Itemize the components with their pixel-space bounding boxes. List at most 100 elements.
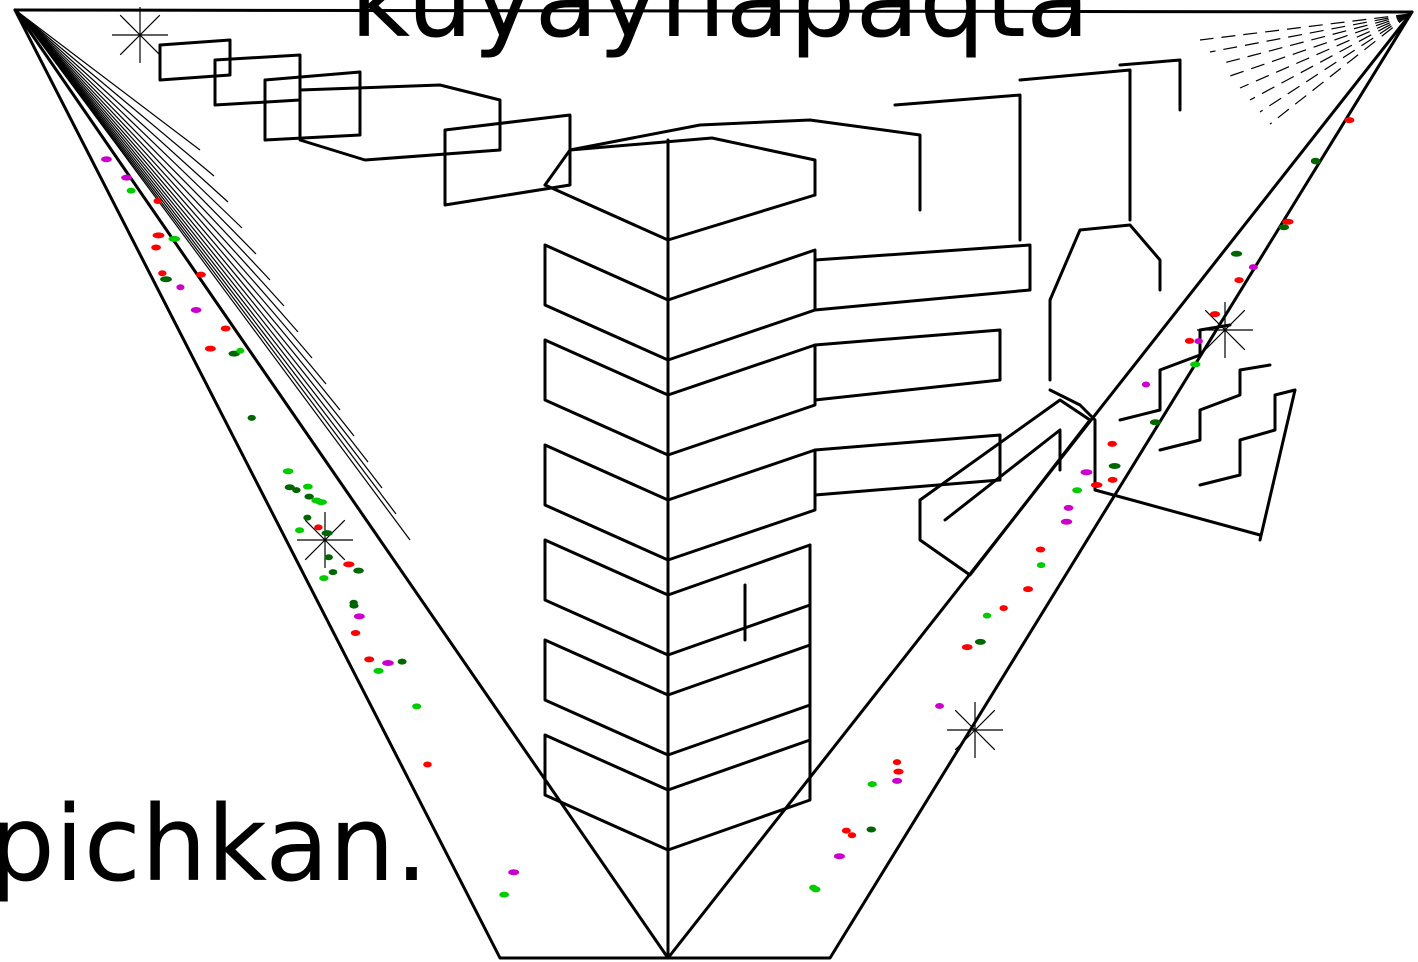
confetti-dot bbox=[499, 891, 510, 898]
confetti-dot bbox=[1035, 546, 1046, 553]
confetti-dot bbox=[892, 759, 902, 766]
confetti-dot bbox=[866, 826, 877, 833]
confetti-dot bbox=[373, 667, 384, 674]
confetti-dot bbox=[974, 638, 986, 645]
confetti-dot bbox=[1036, 562, 1046, 569]
confetti-dot bbox=[343, 561, 355, 568]
confetti-dot bbox=[328, 569, 338, 576]
confetti-dot bbox=[1344, 117, 1355, 124]
perspective-line bbox=[17, 11, 327, 385]
perspective-line bbox=[17, 11, 257, 255]
perspective-line bbox=[1249, 13, 1411, 101]
confetti-dot bbox=[1107, 440, 1117, 447]
perspective-line bbox=[17, 11, 229, 203]
confetti-dot bbox=[101, 156, 112, 163]
confetti-dot bbox=[350, 629, 361, 636]
perspective-line bbox=[17, 11, 341, 411]
perspective-line bbox=[1204, 329, 1226, 351]
caption-top: kuyaynapaqta bbox=[350, 0, 1090, 61]
perspective-line bbox=[17, 11, 355, 437]
confetti-dot bbox=[160, 276, 172, 283]
perspective-line bbox=[17, 11, 411, 541]
perspective-line bbox=[17, 11, 369, 463]
caption-bottom: ipichkan. bbox=[0, 783, 428, 905]
confetti-dot bbox=[196, 271, 206, 278]
perspective-line bbox=[1204, 309, 1226, 331]
perspective-line bbox=[17, 11, 243, 229]
perspective-line bbox=[954, 729, 976, 751]
confetti-dot bbox=[151, 244, 161, 251]
confetti-dot bbox=[153, 197, 162, 204]
perspective-line bbox=[119, 14, 141, 36]
perspective-line bbox=[17, 11, 383, 489]
perspective-line bbox=[119, 34, 141, 56]
perspective-line bbox=[1219, 13, 1411, 65]
confetti-dot bbox=[961, 644, 973, 651]
confetti-dot bbox=[168, 235, 181, 242]
perspective-line bbox=[1224, 309, 1246, 331]
perspective-line bbox=[1229, 13, 1411, 77]
confetti-dot bbox=[158, 270, 167, 277]
confetti-dot bbox=[1190, 361, 1201, 368]
confetti-dot bbox=[315, 499, 327, 506]
perspective-line bbox=[17, 11, 215, 177]
confetti-dot bbox=[1060, 518, 1073, 525]
right-buildings bbox=[813, 58, 1262, 537]
confetti-dot bbox=[319, 575, 329, 582]
perspective-line bbox=[324, 519, 346, 541]
confetti-dot bbox=[982, 612, 992, 619]
perspective-line bbox=[974, 709, 996, 731]
confetti-dot bbox=[353, 613, 365, 620]
perspective-line bbox=[1239, 13, 1411, 89]
confetti-dot bbox=[892, 777, 903, 784]
confetti-dot bbox=[364, 656, 375, 663]
vanishing-rays-right bbox=[1199, 13, 1411, 125]
confetti-dot bbox=[1278, 224, 1290, 231]
perspective-line bbox=[1199, 13, 1411, 41]
confetti-dot bbox=[176, 284, 185, 291]
corner-tower bbox=[543, 136, 817, 960]
confetti-dot bbox=[1194, 338, 1203, 345]
confetti-dot bbox=[314, 524, 323, 531]
confetti-dot bbox=[121, 174, 132, 181]
perspective-line bbox=[304, 519, 326, 541]
confetti-dot bbox=[353, 567, 364, 574]
confetti-dot bbox=[324, 554, 333, 561]
perspective-line bbox=[17, 11, 271, 281]
confetti-dot bbox=[220, 325, 231, 332]
confetti-dot bbox=[152, 232, 165, 239]
confetti-dot bbox=[1230, 250, 1243, 257]
sparkles bbox=[112, 7, 1253, 758]
perspective-line bbox=[1209, 13, 1411, 53]
confetti-dot bbox=[423, 761, 432, 768]
confetti-dot bbox=[236, 347, 245, 354]
confetti-dot bbox=[847, 832, 857, 839]
confetti-dot bbox=[1209, 311, 1221, 318]
confetti-dot bbox=[935, 702, 944, 709]
perspective-line bbox=[324, 539, 346, 561]
confetti-dot bbox=[302, 483, 313, 490]
confetti-dot bbox=[1108, 462, 1121, 469]
confetti-dot bbox=[1141, 381, 1151, 388]
perspective-line bbox=[304, 539, 326, 561]
confetti-dot bbox=[841, 827, 851, 834]
perspective-line bbox=[17, 11, 397, 515]
confetti-dot bbox=[397, 658, 407, 665]
confetti-dot bbox=[304, 493, 314, 500]
perspective-line bbox=[17, 11, 285, 307]
confetti-dot bbox=[1282, 218, 1294, 225]
confetti-dot bbox=[833, 853, 846, 860]
perspective-line bbox=[139, 14, 161, 36]
confetti-dot bbox=[1080, 469, 1093, 476]
confetti-dot bbox=[204, 345, 216, 352]
vanishing-rays-left bbox=[17, 11, 411, 541]
confetti-dot bbox=[412, 703, 422, 710]
confetti-dot bbox=[811, 886, 821, 893]
confetti-dot bbox=[1072, 487, 1083, 494]
confetti-dot bbox=[508, 869, 520, 876]
perspective-line bbox=[17, 11, 313, 359]
confetti-dot bbox=[1248, 264, 1258, 271]
confetti-dot bbox=[247, 414, 256, 421]
perspective-line bbox=[17, 11, 201, 151]
confetti-dot bbox=[321, 530, 333, 537]
